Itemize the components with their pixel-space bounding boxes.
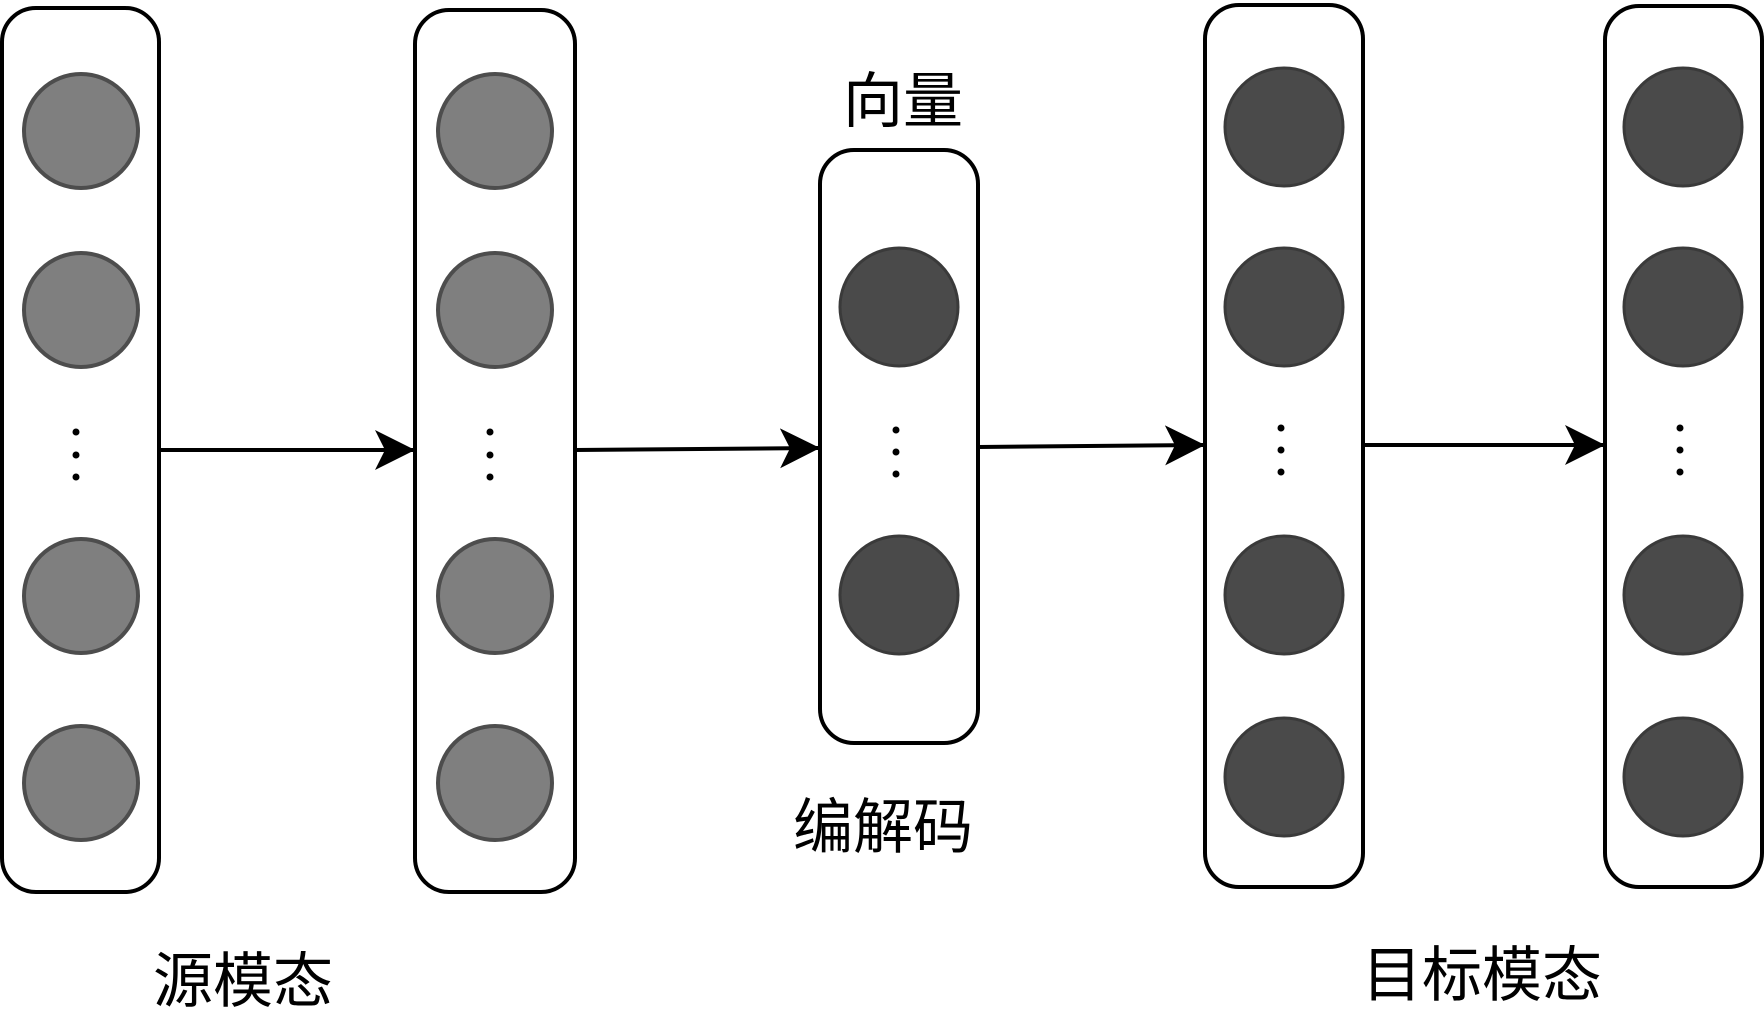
hidden-column-2 xyxy=(1203,3,1365,889)
hidden-node xyxy=(436,724,554,842)
hidden-node xyxy=(1223,66,1345,188)
hidden-column-1-box xyxy=(413,8,577,894)
hidden-node xyxy=(436,251,554,369)
arrow-hidden-to-vector xyxy=(574,428,820,469)
ellipsis-icon xyxy=(1676,424,1684,476)
source-label: 源模态 xyxy=(153,947,333,1017)
ellipsis-icon xyxy=(892,426,900,478)
hidden-node xyxy=(436,72,554,190)
vector-node xyxy=(838,246,960,368)
target-node xyxy=(1622,534,1744,656)
ellipsis-icon xyxy=(486,428,494,481)
source-node xyxy=(22,724,140,842)
source-node xyxy=(22,72,140,190)
hidden-node xyxy=(436,537,554,655)
target-label: 目标模态 xyxy=(1362,941,1602,1011)
codec-label: 编解码 xyxy=(793,793,973,863)
hidden-column-1 xyxy=(413,8,577,894)
source-node xyxy=(22,537,140,655)
target-column-box xyxy=(1603,4,1764,889)
hidden-node xyxy=(1223,534,1345,656)
target-column xyxy=(1603,4,1764,889)
arrow-vector-to-hidden xyxy=(977,425,1205,466)
ellipsis-icon xyxy=(72,428,80,481)
target-node xyxy=(1622,246,1744,368)
vector-node xyxy=(838,534,960,656)
source-column xyxy=(0,6,161,894)
vector-label: 向量 xyxy=(843,67,963,137)
hidden-node xyxy=(1223,716,1345,838)
ellipsis-icon xyxy=(1277,424,1285,476)
target-node xyxy=(1622,66,1744,188)
vector-column xyxy=(818,148,980,745)
source-node xyxy=(22,251,140,369)
target-node xyxy=(1622,716,1744,838)
hidden-node xyxy=(1223,246,1345,368)
